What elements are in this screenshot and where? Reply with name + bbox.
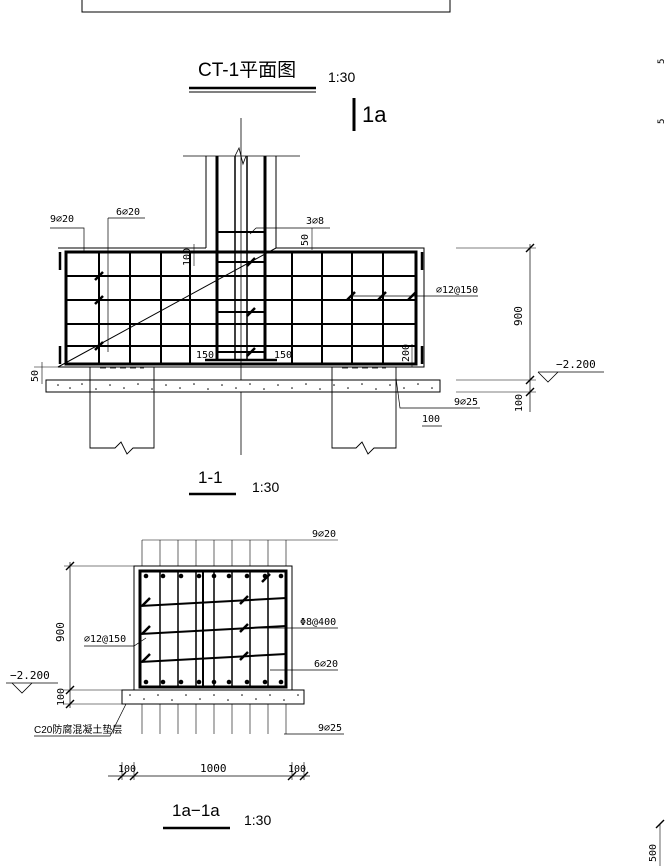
label-cover-100: 100: [422, 414, 440, 425]
rebar-cage: [64, 250, 418, 366]
label-cover-left-1a: 100: [118, 764, 136, 775]
cushion-hatch-1a: [129, 694, 299, 701]
title-frame-fragment: [81, 0, 451, 13]
label-side-bars-1a: 6⌀20: [314, 659, 338, 670]
section-1a-title: 1a−1a: [172, 801, 220, 820]
top-bar-dots: [143, 573, 284, 579]
pile-left: [89, 367, 155, 455]
label-top-bars: 9⌀20: [50, 214, 74, 225]
dim-ticks-1a-left: [65, 561, 75, 709]
cushion-hatch: [57, 383, 433, 390]
leader-stirrup-col-tick: [249, 227, 257, 235]
label-lap-right: 150: [274, 350, 292, 361]
label-elevation: −2.200: [556, 358, 596, 371]
vertical-bars: [98, 252, 384, 364]
label-bottom-bars-1a: 9⌀25: [318, 723, 342, 734]
bottom-bar-dots: [143, 679, 284, 685]
section-1-1-scale: 1:30: [252, 479, 279, 495]
edge-mark-1: 5: [657, 59, 665, 64]
label-top-bars-1a: 9⌀20: [312, 529, 336, 540]
leader-bottom-bars: [395, 377, 480, 409]
label-pad-100-1a: 100: [56, 688, 67, 706]
label-pad-100: 100: [514, 394, 525, 412]
label-cushion-1a: C20防腐混凝土垫层: [34, 723, 122, 736]
plan-scale: 1:30: [328, 69, 355, 85]
dim-width-ext-1a: [121, 762, 305, 780]
cushion-layer: [45, 379, 441, 393]
edge-mark-2: 5: [657, 119, 665, 124]
rebar-cage-1a: [138, 569, 288, 689]
label-bottom-200: 200: [401, 344, 412, 362]
vertical-bars-1a: [159, 571, 269, 687]
label-height-900-1a: 900: [54, 622, 67, 642]
elevation-marker: [537, 371, 559, 383]
tie-ticks: [94, 257, 417, 357]
label-distribution: ⌀12@150: [436, 285, 478, 296]
label-stirrup-col: 3⌀8: [306, 216, 324, 227]
leader-top-bars: [50, 227, 85, 252]
label-bottom-bars: 9⌀25: [454, 397, 478, 408]
label-cover-right-1a: 100: [288, 764, 306, 775]
label-spacing-50: 50: [300, 234, 311, 246]
elevation-marker-1a: [11, 682, 33, 694]
label-lap-left: 150: [196, 350, 214, 361]
edge-dim-tick: [655, 819, 665, 829]
cushion-layer-1a: [121, 689, 305, 705]
plan-title: CT-1平面图: [198, 60, 296, 81]
section-1a-scale: 1:30: [244, 812, 271, 828]
dim-ticks-1a-bottom: [117, 771, 309, 781]
label-width-1000-1a: 1000: [200, 762, 227, 775]
leader-distribution-1a: [84, 637, 147, 647]
label-distribution-1a: ⌀12@150: [84, 634, 126, 645]
side-bars-1a: [139, 597, 287, 663]
tie-ticks-1a: [141, 573, 271, 663]
label-stirrups-1a: Φ8@400: [300, 617, 336, 628]
section-1a-1a: 9⌀20: [6, 529, 344, 830]
label-height-900: 900: [512, 306, 525, 326]
dim-ticks-right: [525, 243, 535, 397]
label-side-bars: 6⌀20: [116, 207, 140, 218]
section-1-1: 9⌀20 6⌀20 3⌀8 50 100 ⌀12@150 150 150 200…: [30, 118, 604, 496]
leader-cushion-1a: [34, 703, 127, 737]
label-elevation-1a: −2.200: [10, 669, 50, 682]
label-cushion-50: 50: [30, 370, 41, 382]
edge-mark-500: 500: [648, 844, 659, 862]
pile-right: [331, 367, 397, 455]
label-spacing-100: 100: [182, 248, 193, 266]
section-mark-label: 1a: [362, 102, 387, 127]
section-1-1-title: 1-1: [198, 468, 223, 487]
